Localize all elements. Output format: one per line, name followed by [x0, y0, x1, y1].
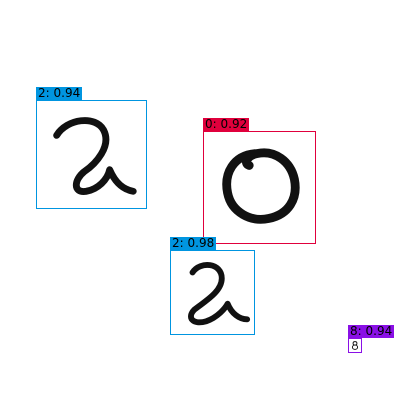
detection-label-1: 2: 0.94: [36, 86, 83, 100]
detection-box-2[interactable]: [203, 131, 316, 244]
detection-box-4[interactable]: [348, 338, 362, 353]
detection-label-2: 0: 0.92: [203, 117, 250, 131]
detection-box-3[interactable]: [170, 250, 255, 335]
digit-two-glyph-icon: [188, 262, 251, 326]
detection-label-4: 8: 0.94: [348, 324, 395, 338]
detection-box-1[interactable]: [36, 100, 147, 209]
detection-label-3: 2: 0.98: [170, 236, 217, 250]
digit-eight-glyph-icon: [351, 341, 359, 350]
digit-zero-glyph-icon: [222, 148, 300, 224]
digit-two-glyph-icon: [53, 117, 137, 195]
